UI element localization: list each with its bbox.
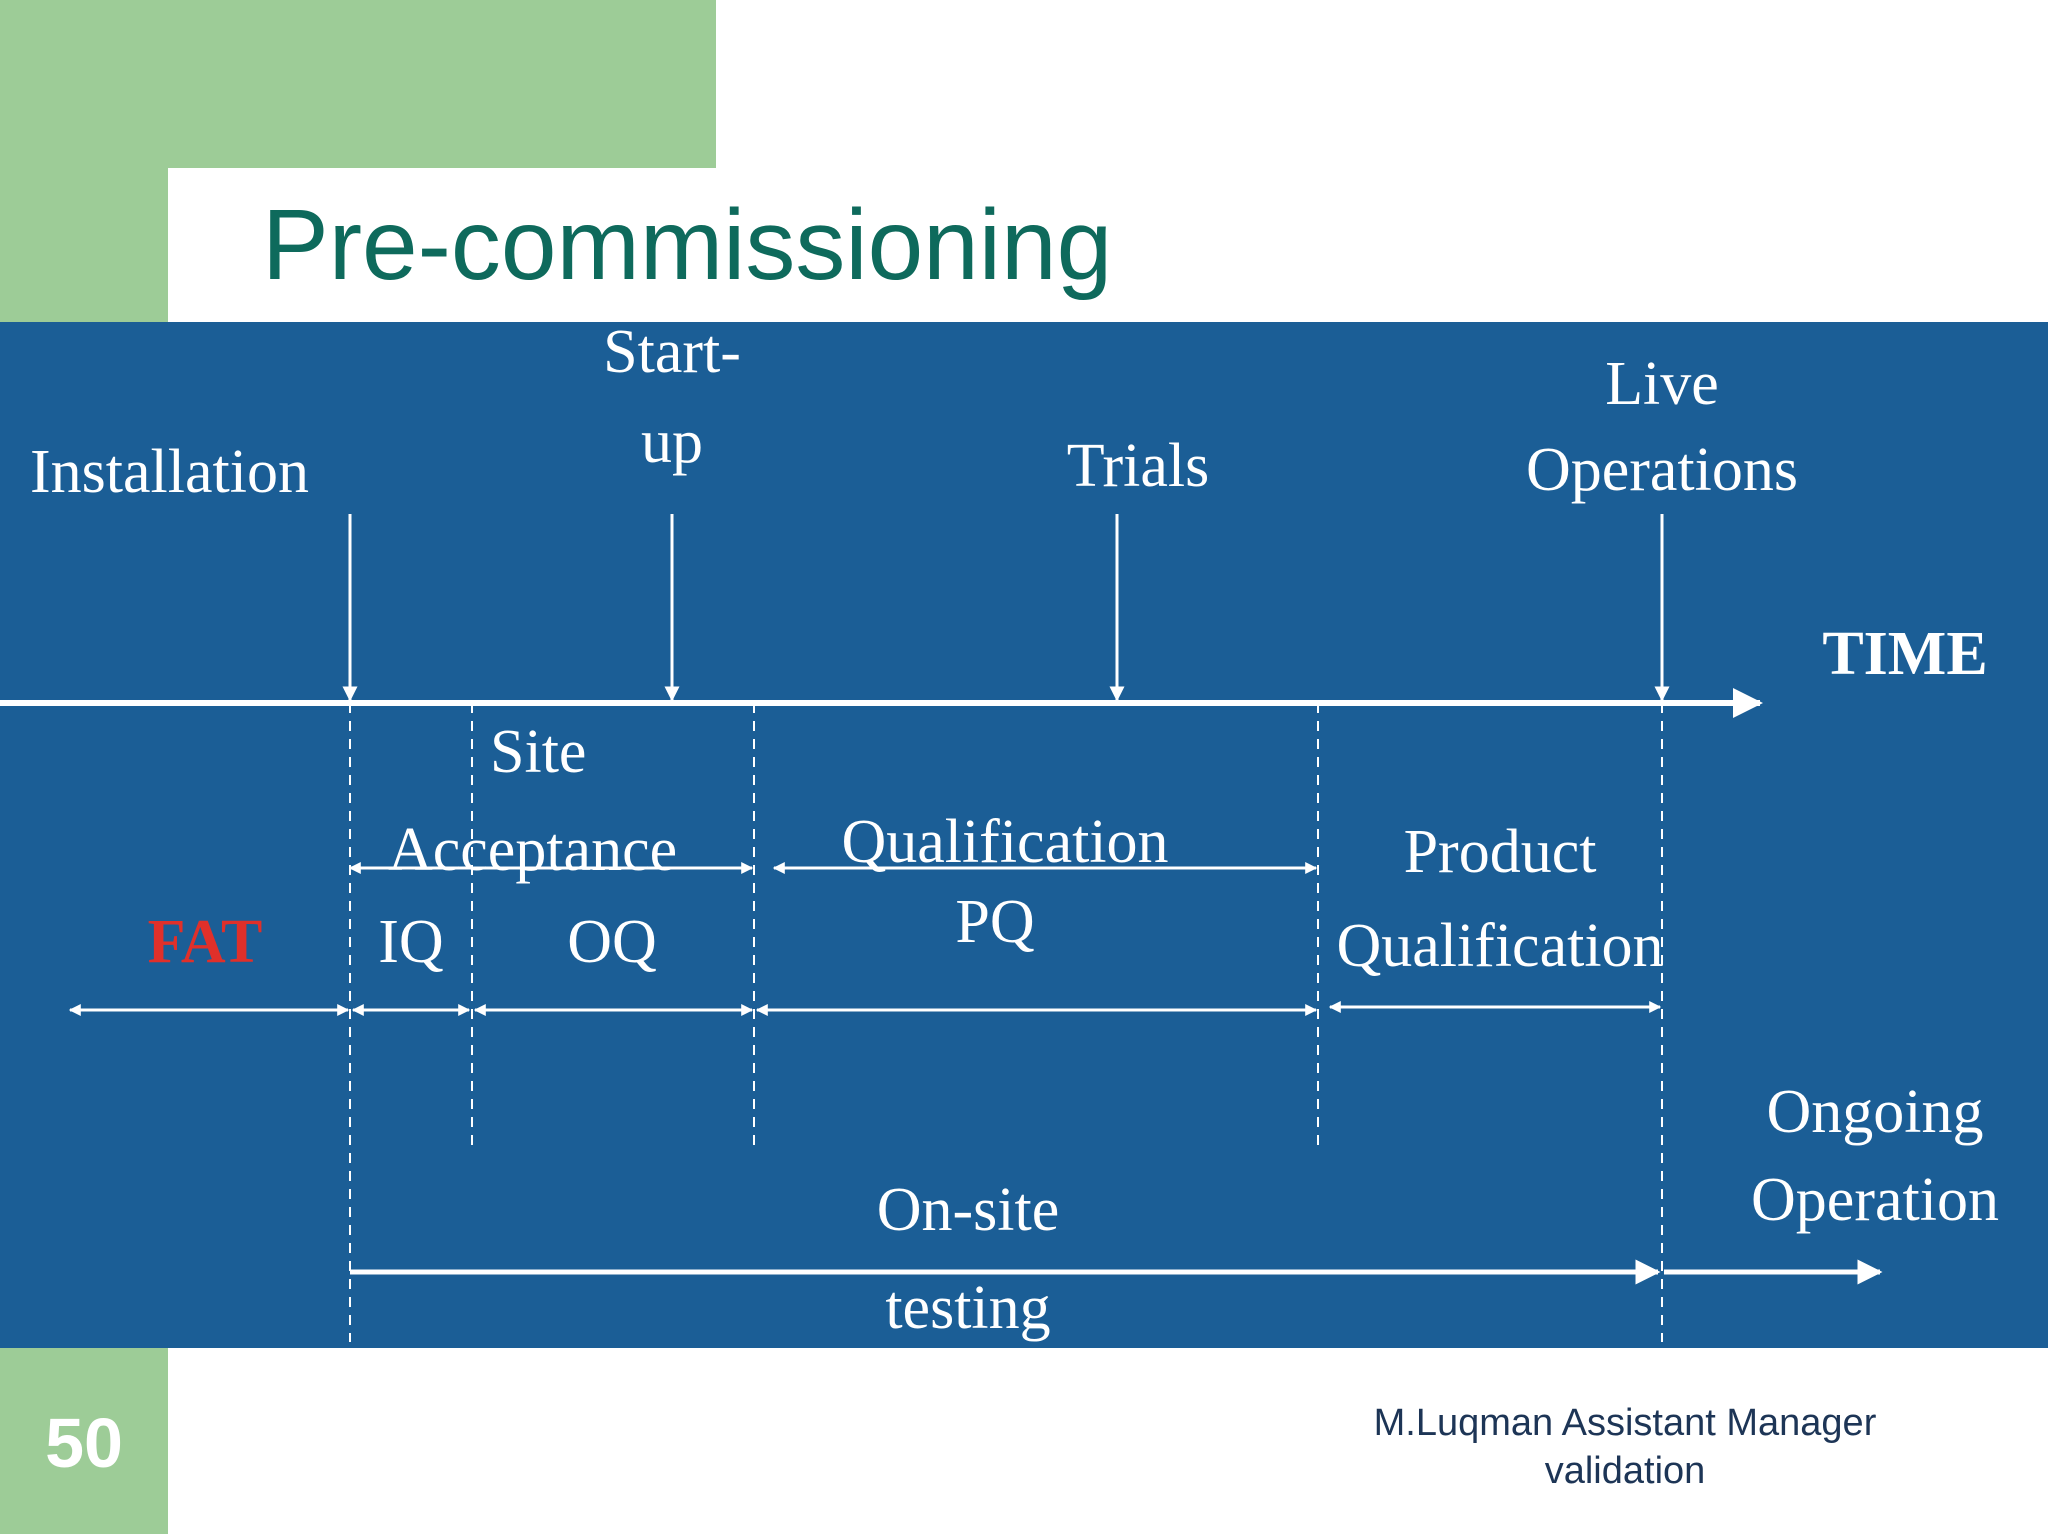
live-label-line2: Operations <box>1526 436 1798 504</box>
product-label: Product <box>1404 818 1597 886</box>
slide-title: Pre-commissioning <box>262 189 1113 301</box>
oq-label: OQ <box>567 908 657 976</box>
title-area <box>168 168 2048 338</box>
qualification-label: Qualification <box>841 808 1168 876</box>
author-credit: M.Luqman Assistant Manager validation <box>1340 1400 1910 1495</box>
time-label: TIME <box>1822 620 1987 688</box>
author-line-2: validation <box>1544 1449 1706 1492</box>
onsite-label-line2: testing <box>885 1274 1050 1342</box>
phase-dividers <box>349 703 1663 1342</box>
footer-green-band <box>0 1348 168 1534</box>
ongoing-label-line1: Ongoing <box>1767 1078 1984 1146</box>
startup-label-line2: up <box>641 408 703 476</box>
fat-label: FAT <box>148 908 263 976</box>
ongoing-label-line2: Operation <box>1751 1166 1999 1234</box>
startup-label-line1: Start- <box>603 322 741 386</box>
installation-label: Installation <box>30 438 309 506</box>
timeline-svg: Installation Start- up Trials Live Opera… <box>0 322 1999 1342</box>
acceptance-label: Acceptance <box>388 816 677 884</box>
page-number: 50 <box>45 1404 123 1482</box>
author-line-1: M.Luqman Assistant Manager <box>1373 1402 1877 1444</box>
iq-label: IQ <box>378 908 443 976</box>
left-green-band <box>0 0 168 330</box>
trials-label: Trials <box>1067 432 1209 500</box>
onsite-label-line1: On-site <box>877 1176 1060 1244</box>
site-label: Site <box>490 718 586 786</box>
pq-label: PQ <box>955 888 1034 956</box>
timeline-diagram: Installation Start- up Trials Live Opera… <box>0 322 2048 1348</box>
product-qualification-label: Qualification <box>1336 912 1663 980</box>
live-label-line1: Live <box>1605 350 1719 418</box>
